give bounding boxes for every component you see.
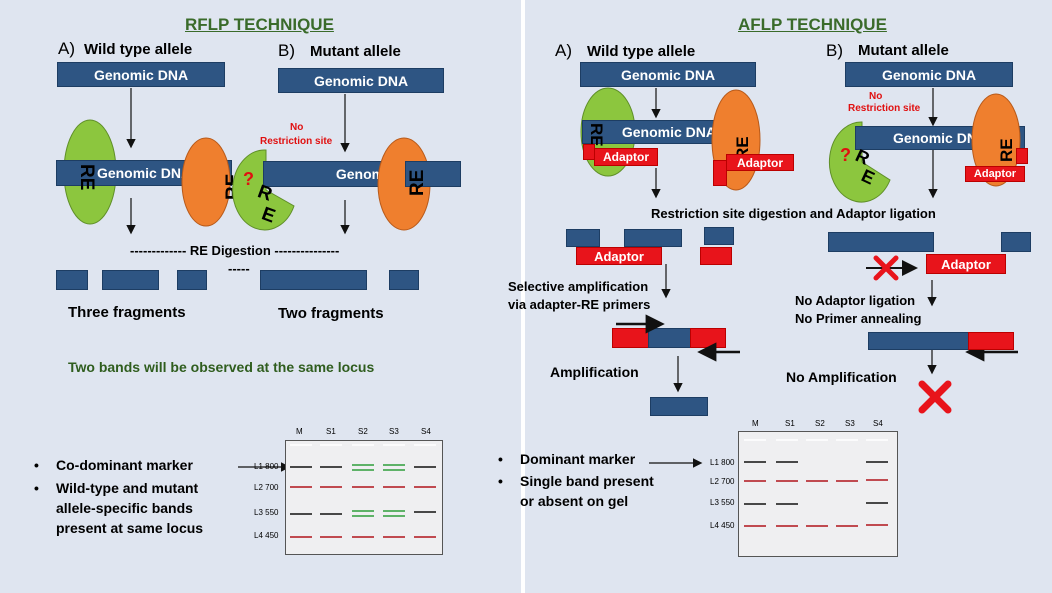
aflp-question-mark: ? [840, 145, 851, 165]
aflp-gel-lane-s1: S1 [785, 419, 795, 428]
aflp-gel-row-l4: L4 450 [710, 521, 735, 530]
rflp-title: RFLP TECHNIQUE [185, 15, 334, 34]
aflp-amp-result [650, 397, 708, 416]
rflp-question-mark: ? [243, 169, 254, 189]
rflp-gel-row-l1: L1 800 [254, 462, 279, 471]
rflp-dna-b-end [405, 161, 461, 187]
aflp-no-amplification: No Amplification [786, 369, 897, 385]
rflp-fragment-1 [56, 270, 88, 290]
rflp-three-fragments: Three fragments [68, 304, 186, 321]
aflp-no-ligation: No Adaptor ligation [795, 293, 916, 308]
rflp-no-site-line2: Restriction site [260, 136, 333, 147]
rflp-gel-row-l4: L4 450 [254, 531, 279, 540]
aflp-adaptor-a-digest: Adaptor [576, 247, 662, 265]
rflp-genomic-dna-b-top: Genomic DNA [278, 68, 444, 93]
aflp-bullet1: Dominant marker [520, 451, 636, 467]
rflp-gel-lane-m: M [296, 427, 303, 436]
rflp-bands-note: Two bands will be observed at the same l… [68, 359, 375, 375]
aflp-label-a: A) [555, 41, 572, 60]
aflp-label-b: B) [826, 41, 843, 60]
aflp-no-site-line2: Restriction site [848, 103, 921, 114]
rflp-enzyme-b-left [232, 149, 295, 231]
aflp-gel-bands [744, 439, 888, 527]
rflp-bullet2-line3: present at same locus [56, 520, 204, 536]
rflp-fragment-3 [177, 270, 207, 290]
rflp-enzyme-a-right [181, 137, 231, 227]
aflp-x-large-icon [918, 380, 952, 414]
aflp-selective-line1: Selective amplification [508, 279, 649, 294]
rflp-fragment-5 [389, 270, 419, 290]
aflp-frag-b-1 [828, 232, 934, 252]
aflp-gel [738, 431, 898, 557]
aflp-noamp-adaptor [968, 332, 1014, 350]
aflp-gel-row-l1: L1 800 [710, 458, 735, 467]
rflp-two-fragments: Two fragments [278, 305, 384, 322]
aflp-bullet2-line2: or absent on gel [520, 493, 629, 509]
aflp-genomic-dna-a-top: Genomic DNA [580, 62, 756, 87]
aflp-wild-type-label: Wild type allele [587, 43, 696, 60]
aflp-frag-2 [624, 229, 682, 247]
aflp-frag-b-2 [1001, 232, 1031, 252]
rflp-bullet2-line1: Wild-type and mutant [56, 480, 199, 496]
aflp-bullet2-line1: Single band present [520, 473, 654, 489]
aflp-adaptor-a-digest-2 [700, 247, 732, 265]
rflp-genomic-dna-a-top: Genomic DNA [57, 62, 225, 87]
rflp-wild-type-label: Wild type allele [84, 41, 193, 58]
aflp-enzyme-b-right [971, 93, 1021, 187]
aflp-mutant-label: Mutant allele [858, 42, 949, 59]
aflp-gel-lane-s3: S3 [845, 419, 855, 428]
rflp-bullet1-dot: • [34, 457, 39, 473]
aflp-x-small-icon [873, 255, 899, 281]
rflp-bullet1: Co-dominant marker [56, 457, 193, 473]
rflp-gel-lane-s4: S4 [421, 427, 431, 436]
aflp-gel-lane-s2: S2 [815, 419, 825, 428]
aflp-digestion-caption: Restriction site digestion and Adaptor l… [651, 206, 936, 221]
aflp-frag-3 [704, 227, 734, 245]
aflp-genomic-dna-b-top: Genomic DNA [845, 62, 1013, 87]
aflp-adaptor-a-right: Adaptor [726, 154, 794, 171]
rflp-gel-lane-s1: S1 [326, 427, 336, 436]
rflp-gel-bands [290, 444, 436, 538]
aflp-noamp-dna [868, 332, 970, 350]
aflp-gel-lane-s4: S4 [873, 419, 883, 428]
aflp-adaptor-b: Adaptor [965, 166, 1025, 182]
rflp-bullet2-dot: • [34, 480, 39, 496]
aflp-frag-1 [566, 229, 600, 247]
rflp-label-a: A) [58, 39, 75, 58]
rflp-no-site-line1: No [290, 122, 304, 133]
aflp-adaptor-b-digest: Adaptor [926, 254, 1006, 274]
aflp-gel-lane-m: M [752, 419, 759, 428]
rflp-digestion-label: ------------- RE Digestion -------------… [130, 243, 340, 258]
rflp-gel [285, 440, 443, 555]
rflp-gel-lane-s2: S2 [358, 427, 368, 436]
aflp-adaptor-stub-2 [713, 160, 727, 186]
rflp-fragment-2 [102, 270, 159, 290]
aflp-bullet2-dot: • [498, 473, 503, 489]
rflp-digestion-dashes: ----- [228, 261, 250, 276]
rflp-gel-row-l2: L2 700 [254, 483, 279, 492]
rflp-label-b: B) [278, 41, 295, 60]
divider [521, 0, 525, 593]
aflp-adaptor-a-left: Adaptor [594, 148, 658, 166]
aflp-bullet1-dot: • [498, 451, 503, 467]
aflp-amplification: Amplification [550, 364, 639, 380]
rflp-fragment-4 [260, 270, 367, 290]
aflp-no-annealing: No Primer annealing [795, 311, 922, 326]
aflp-enzyme-b-left [828, 121, 891, 203]
aflp-no-site-line1: No [869, 91, 883, 102]
rflp-gel-row-l3: L3 550 [254, 508, 279, 517]
rflp-mutant-label: Mutant allele [310, 43, 401, 60]
aflp-adaptor-stub-3 [1016, 148, 1028, 164]
aflp-gel-row-l3: L3 550 [710, 498, 735, 507]
rflp-bullet2-line2: allele-specific bands [56, 500, 193, 516]
aflp-gel-row-l2: L2 700 [710, 477, 735, 486]
rflp-gel-lane-s3: S3 [389, 427, 399, 436]
aflp-title: AFLP TECHNIQUE [738, 15, 887, 34]
aflp-selective-line2: via adapter-RE primers [508, 297, 651, 312]
